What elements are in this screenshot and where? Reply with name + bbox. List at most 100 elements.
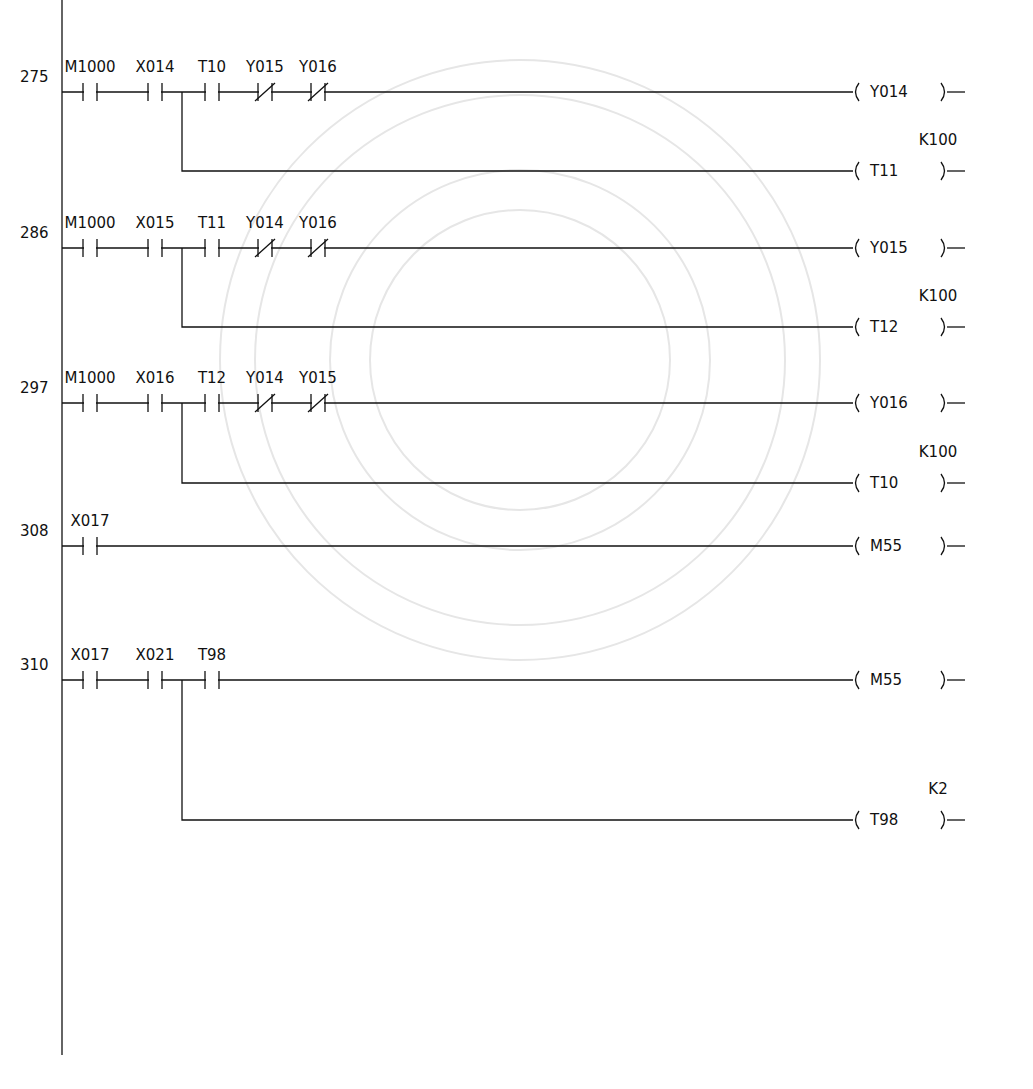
coil-paren bbox=[941, 537, 945, 555]
signal-label: K2 bbox=[928, 780, 947, 798]
coil-paren bbox=[856, 474, 860, 492]
contact-bar bbox=[82, 239, 83, 257]
wire bbox=[947, 91, 965, 92]
wire bbox=[62, 91, 853, 92]
power-rail bbox=[61, 0, 62, 1055]
coil-paren bbox=[941, 83, 945, 101]
contact-slash bbox=[308, 394, 328, 412]
signal-label: X015 bbox=[136, 214, 175, 232]
signal-label: X017 bbox=[71, 646, 110, 664]
contact-bar bbox=[82, 537, 83, 555]
contact-bar bbox=[218, 394, 219, 412]
contact-gap bbox=[206, 400, 218, 406]
signal-label: T12 bbox=[198, 369, 226, 387]
signal-label: Y014 bbox=[870, 83, 908, 101]
wire bbox=[947, 326, 965, 327]
contact-bar bbox=[82, 394, 83, 412]
contact-gap bbox=[206, 245, 218, 251]
contact-slash bbox=[308, 83, 328, 101]
contact-slash bbox=[255, 239, 275, 257]
contact-bar bbox=[96, 394, 97, 412]
signal-label: Y015 bbox=[246, 58, 284, 76]
contact-bar bbox=[204, 239, 205, 257]
contact-gap bbox=[149, 245, 161, 251]
contact-bar bbox=[204, 671, 205, 689]
wire bbox=[947, 545, 965, 546]
coil-paren bbox=[941, 811, 945, 829]
contact-bar bbox=[161, 83, 162, 101]
watermark-seal bbox=[370, 210, 670, 510]
wire bbox=[62, 545, 853, 546]
contact-bar bbox=[147, 671, 148, 689]
coil-paren bbox=[856, 394, 860, 412]
coil-paren bbox=[856, 83, 860, 101]
contact-gap bbox=[206, 677, 218, 683]
contact-bar bbox=[204, 394, 205, 412]
signal-label: K100 bbox=[919, 287, 957, 305]
contact-slash bbox=[255, 394, 275, 412]
coil-paren bbox=[941, 162, 945, 180]
contact-bar bbox=[147, 239, 148, 257]
contact-bar bbox=[96, 83, 97, 101]
signal-label: Y014 bbox=[246, 369, 284, 387]
coil-paren bbox=[856, 537, 860, 555]
contact-bar bbox=[218, 83, 219, 101]
coil-paren bbox=[856, 162, 860, 180]
coil-paren bbox=[941, 671, 945, 689]
coil-paren bbox=[856, 671, 860, 689]
coil-paren bbox=[941, 318, 945, 336]
wire bbox=[947, 402, 965, 403]
contact-bar bbox=[147, 394, 148, 412]
contact-bar bbox=[82, 671, 83, 689]
contact-bar bbox=[147, 83, 148, 101]
signal-label: T12 bbox=[870, 318, 898, 336]
signal-label: Y014 bbox=[246, 214, 284, 232]
contact-bar bbox=[218, 671, 219, 689]
signal-label: M1000 bbox=[64, 369, 115, 387]
signal-label: T11 bbox=[870, 162, 898, 180]
signal-label: Y016 bbox=[299, 214, 337, 232]
signal-label: M55 bbox=[870, 537, 902, 555]
signal-label: Y015 bbox=[870, 239, 908, 257]
contact-bar bbox=[161, 239, 162, 257]
contact-gap bbox=[149, 400, 161, 406]
wire bbox=[947, 819, 965, 820]
signal-label: T98 bbox=[870, 811, 898, 829]
signal-label: X017 bbox=[71, 512, 110, 530]
coil-paren bbox=[856, 811, 860, 829]
contact-bar bbox=[96, 239, 97, 257]
watermark-seal bbox=[220, 60, 820, 660]
wire bbox=[947, 247, 965, 248]
contact-bar bbox=[82, 83, 83, 101]
signal-label: Y015 bbox=[299, 369, 337, 387]
signal-label: T10 bbox=[198, 58, 226, 76]
signal-label: 308 bbox=[20, 522, 49, 540]
signal-label: 286 bbox=[20, 224, 49, 242]
wire bbox=[62, 247, 853, 248]
branch-wire bbox=[182, 403, 853, 483]
signal-label: X014 bbox=[136, 58, 175, 76]
signal-label: Y016 bbox=[299, 58, 337, 76]
contact-gap bbox=[206, 89, 218, 95]
contact-gap bbox=[84, 89, 96, 95]
contact-slash bbox=[308, 239, 328, 257]
contact-bar bbox=[161, 394, 162, 412]
contact-gap bbox=[84, 245, 96, 251]
wire bbox=[947, 679, 965, 680]
signal-label: K100 bbox=[919, 443, 957, 461]
contact-bar bbox=[204, 83, 205, 101]
coil-paren bbox=[941, 474, 945, 492]
signal-label: Y016 bbox=[870, 394, 908, 412]
signal-label: 297 bbox=[20, 379, 49, 397]
signal-label: X016 bbox=[136, 369, 175, 387]
contact-gap bbox=[149, 677, 161, 683]
contact-gap bbox=[84, 677, 96, 683]
wire bbox=[62, 402, 853, 403]
signal-label: 310 bbox=[20, 656, 49, 674]
coil-paren bbox=[941, 239, 945, 257]
wire bbox=[947, 170, 965, 171]
coil-paren bbox=[856, 318, 860, 336]
contact-bar bbox=[218, 239, 219, 257]
signal-label: X021 bbox=[136, 646, 175, 664]
